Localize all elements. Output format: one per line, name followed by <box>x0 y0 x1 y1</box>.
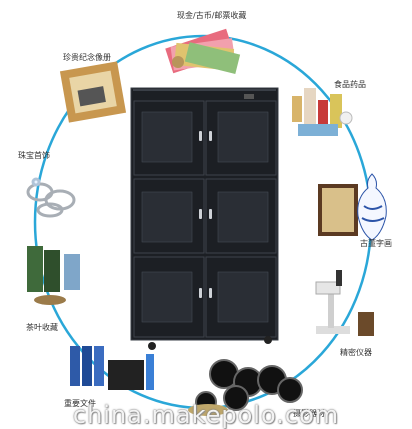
documents-image <box>70 346 154 390</box>
drying-cabinet <box>130 87 279 350</box>
label-photo-album: 珍贵纪念像册 <box>63 53 111 62</box>
tea-tins-image <box>27 246 80 305</box>
antique-vase-image <box>318 173 387 241</box>
label-food-medicine: 食品药品 <box>334 80 366 89</box>
label-precision-instrument: 精密仪器 <box>340 348 372 357</box>
jewelry-image <box>26 177 76 218</box>
camera-lenses-image <box>188 359 303 416</box>
food-medicine-image <box>292 88 353 136</box>
microscope-image <box>315 270 374 336</box>
label-important-documents: 重要文件 <box>64 399 96 408</box>
label-tea-collection: 茶叶收藏 <box>26 323 58 332</box>
label-cash-coins-stamps: 现金/古币/邮票收藏 <box>177 11 247 20</box>
photo-album-image <box>59 61 127 123</box>
label-antique-art: 古董字画 <box>360 239 392 248</box>
watermark: china.makepolo.com <box>72 401 340 429</box>
label-photography-equipment: 摄影器材 <box>293 409 325 418</box>
banknotes-image <box>165 28 241 75</box>
label-jewelry: 珠宝首饰 <box>18 151 50 160</box>
